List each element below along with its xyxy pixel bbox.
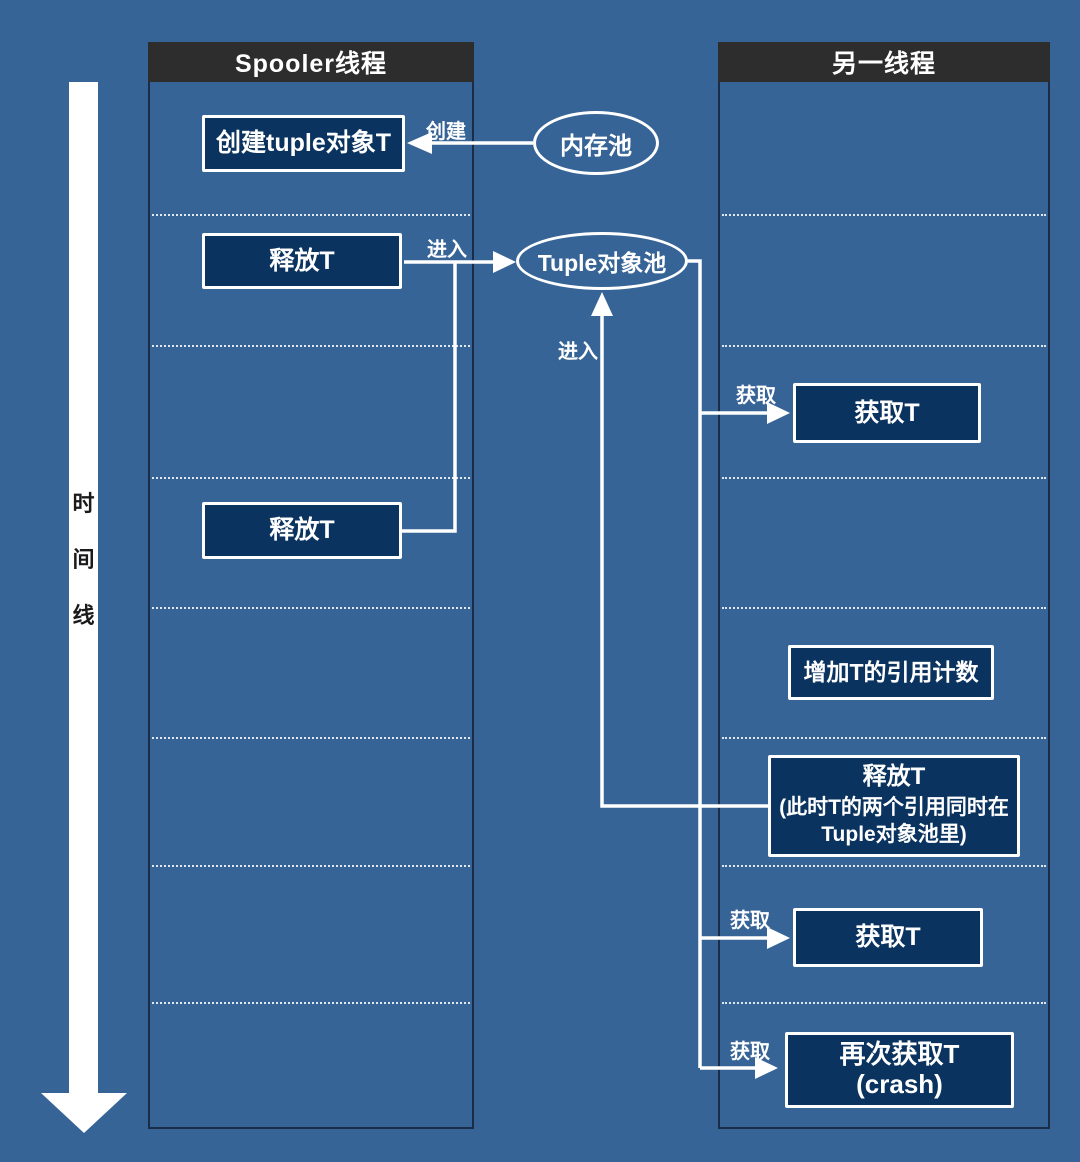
timeline-arrowhead-icon bbox=[41, 1093, 127, 1133]
ellipse-label: Tuple对象池 bbox=[537, 250, 667, 276]
dotted-separator bbox=[152, 345, 470, 347]
create-edge-arrowhead-icon bbox=[407, 132, 432, 154]
node-label: 获取T bbox=[854, 398, 920, 427]
acquire-edge-3-arrowhead-icon bbox=[755, 1057, 778, 1079]
node-note-line: (此时T的两个引用同时在 bbox=[779, 796, 1009, 819]
node-acquire-t-again: 再次获取T (crash) bbox=[785, 1032, 1014, 1108]
node-label: 释放T bbox=[269, 516, 335, 545]
edge-label-create: 创建 bbox=[426, 121, 466, 143]
timeline-label: 时 间 线 bbox=[69, 486, 98, 630]
dotted-separator bbox=[722, 1002, 1046, 1004]
edge-label-acquire-2: 获取 bbox=[730, 910, 770, 932]
other-thread-header: 另一线程 bbox=[718, 42, 1050, 82]
spooler-thread-column: Spooler线程 bbox=[148, 42, 474, 1129]
acquire-edge-1-arrowhead-icon bbox=[767, 402, 790, 424]
dotted-separator bbox=[152, 214, 470, 216]
release2-join-edge bbox=[402, 262, 457, 533]
node-acquire-t-1: 获取T bbox=[793, 383, 981, 443]
node-sublabel: (crash) bbox=[856, 1069, 943, 1099]
dotted-separator bbox=[722, 214, 1046, 216]
dotted-separator bbox=[722, 737, 1046, 739]
other-thread-column: 另一线程 bbox=[718, 42, 1050, 1129]
timeline-bar bbox=[69, 82, 98, 1093]
enter-edge-2-arrowhead-icon bbox=[591, 292, 613, 316]
node-release-t-other: 释放T (此时T的两个引用同时在 Tuple对象池里) bbox=[768, 755, 1020, 857]
edge-label-enter-1: 进入 bbox=[427, 239, 467, 261]
enter-edge-2 bbox=[600, 314, 768, 808]
memory-pool-ellipse: 内存池 bbox=[533, 111, 659, 175]
dotted-separator bbox=[152, 865, 470, 867]
node-release-t-1: 释放T bbox=[202, 233, 402, 289]
dotted-separator bbox=[152, 737, 470, 739]
acquire-edge-2-arrowhead-icon bbox=[767, 927, 790, 949]
dotted-separator bbox=[152, 477, 470, 479]
timeline-char: 时 bbox=[72, 491, 95, 516]
dotted-separator bbox=[722, 607, 1046, 609]
node-label: 再次获取T bbox=[839, 1039, 960, 1070]
tuple-pool-ellipse: Tuple对象池 bbox=[516, 232, 688, 290]
dotted-separator bbox=[722, 865, 1046, 867]
timeline-char: 间 bbox=[72, 547, 95, 572]
node-label: 释放T bbox=[269, 246, 335, 275]
dotted-separator bbox=[722, 345, 1046, 347]
node-release-t-2: 释放T bbox=[202, 502, 402, 559]
node-label: 获取T bbox=[855, 923, 921, 952]
node-increase-refcount: 增加T的引用计数 bbox=[788, 645, 994, 700]
tuple-pool-trunk-edge bbox=[686, 259, 702, 1068]
node-label: 创建tuple对象T bbox=[216, 129, 391, 158]
node-label: 释放T bbox=[862, 763, 926, 791]
dotted-separator bbox=[152, 1002, 470, 1004]
enter-edge-1-arrowhead-icon bbox=[493, 251, 516, 273]
edge-label-acquire-3: 获取 bbox=[730, 1041, 770, 1063]
spooler-thread-header: Spooler线程 bbox=[148, 42, 474, 82]
ellipse-label: 内存池 bbox=[560, 132, 632, 160]
dotted-separator bbox=[722, 477, 1046, 479]
timeline-char: 线 bbox=[72, 603, 95, 628]
node-acquire-t-2: 获取T bbox=[793, 908, 983, 967]
node-label: 增加T的引用计数 bbox=[803, 659, 979, 686]
node-note-line: Tuple对象池里) bbox=[821, 823, 967, 847]
node-create-tuple: 创建tuple对象T bbox=[202, 115, 405, 172]
edge-label-enter-2: 进入 bbox=[558, 341, 598, 363]
edge-label-acquire-1: 获取 bbox=[736, 385, 776, 407]
dotted-separator bbox=[152, 607, 470, 609]
